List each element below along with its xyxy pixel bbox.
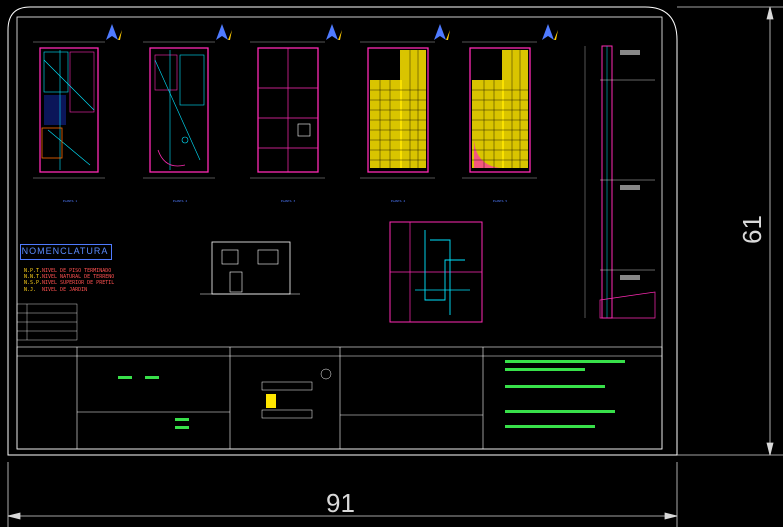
svg-text:PLANTA 3: PLANTA 3 xyxy=(281,199,296,203)
nomenclature-item: N.J.NIVEL DE JARDIN xyxy=(24,286,88,293)
floor-plan-4-tiles: PLANTA 4 xyxy=(360,41,435,203)
floor-plan-5-tiles: PLANTA 5 xyxy=(462,41,537,203)
svg-text:PLANTA 2: PLANTA 2 xyxy=(173,199,188,203)
floor-plan-2: PLANTA 2 xyxy=(143,41,215,203)
nomenclature-box xyxy=(20,244,112,260)
plumbing-section xyxy=(389,221,483,323)
title-block-green-text xyxy=(118,360,625,429)
location-map xyxy=(261,368,332,419)
nomenclature-list: N.P.T.NIVEL DE PISO TERMINADO N.N.T.NIVE… xyxy=(24,268,134,293)
nomenclature-item: N.N.T.NIVEL NATURAL DE TERRENO xyxy=(24,274,115,281)
wall-section-detail xyxy=(584,45,656,319)
nomenclature-title: NOMENCLATURA xyxy=(21,246,109,256)
svg-text:PLANTA 4: PLANTA 4 xyxy=(391,199,406,203)
height-dimension-label: 61 xyxy=(736,215,767,244)
svg-text:PLANTA 1: PLANTA 1 xyxy=(63,199,78,203)
inner-border xyxy=(16,16,663,450)
horizontal-dimension-line xyxy=(7,462,678,527)
symbols-legend-table xyxy=(16,303,78,341)
nomenclature-item: N.P.T.NIVEL DE PISO TERMINADO xyxy=(24,268,112,274)
north-arrow-icons xyxy=(106,24,558,40)
front-elevation xyxy=(200,241,300,295)
floor-plan-1: PLANTA 1 xyxy=(33,41,105,203)
vertical-dimension-line xyxy=(677,6,783,456)
title-block xyxy=(16,346,663,450)
width-dimension-label: 91 xyxy=(326,488,355,518)
svg-text:PLANTA 5: PLANTA 5 xyxy=(493,199,508,203)
floor-plan-3: PLANTA 3 xyxy=(250,41,325,203)
nomenclature-item: N.S.P.NIVEL SUPERIOR DE PRETIL xyxy=(24,280,115,287)
